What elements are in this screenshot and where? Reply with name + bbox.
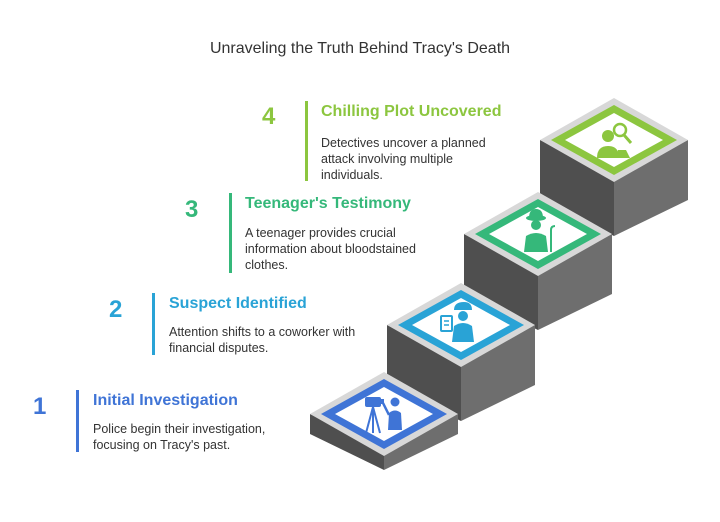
step-3-accent-bar: [229, 193, 232, 273]
worker-with-clipboard-icon: [440, 302, 474, 342]
step-1-heading: Initial Investigation: [93, 392, 238, 409]
step-2-accent-bar: [152, 293, 155, 355]
stair-step-4: [540, 98, 688, 236]
step-2-number: 2: [109, 296, 123, 323]
step-1-description: Police begin their investigation, focusi…: [93, 422, 266, 452]
step-4-heading: Chilling Plot Uncovered: [321, 103, 502, 120]
step-1-accent-bar: [76, 390, 79, 452]
step-4-number: 4: [262, 103, 276, 130]
step-2-heading: Suspect Identified: [169, 295, 307, 312]
stair-step-1: [310, 372, 458, 470]
detective-with-cane-icon: [524, 209, 556, 252]
step-3-number: 3: [185, 196, 199, 223]
step-4-description: Detectives uncover a planned attack invo…: [321, 136, 486, 182]
step-1-number: 1: [33, 393, 47, 420]
step-3-heading: Teenager's Testimony: [245, 195, 411, 212]
step-3-description: A teenager provides crucial information …: [245, 226, 416, 272]
step-2-description: Attention shifts to a coworker with fina…: [169, 325, 356, 355]
detective-magnifier-icon: [597, 122, 633, 158]
page-title: Unraveling the Truth Behind Tracy's Deat…: [209, 40, 511, 57]
step-4-accent-bar: [305, 101, 308, 181]
camera-tripod-person-icon: [365, 397, 402, 434]
